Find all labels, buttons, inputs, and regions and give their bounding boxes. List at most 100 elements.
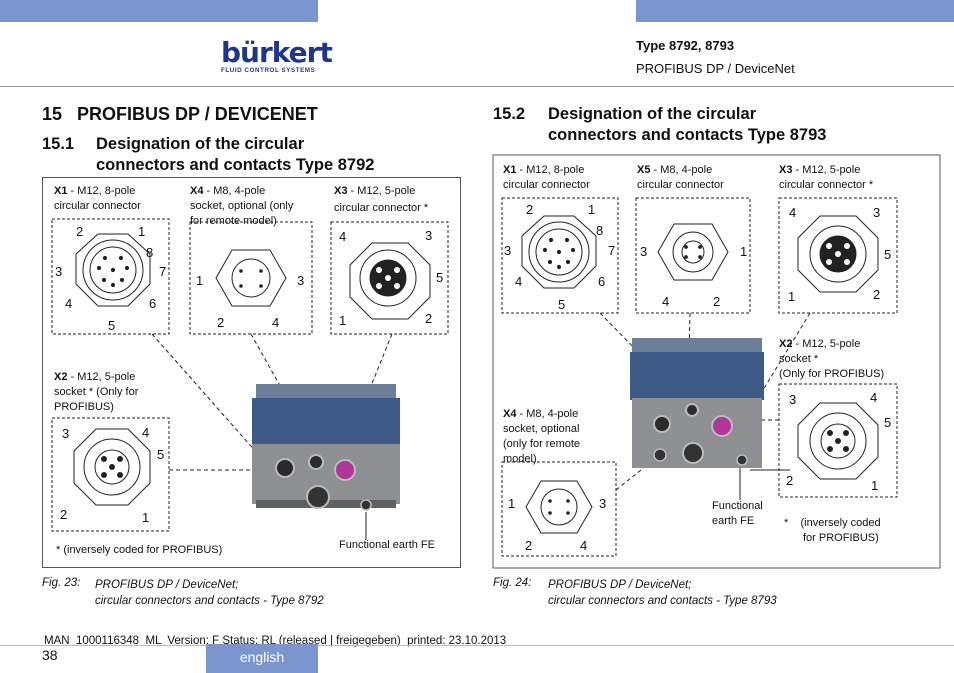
x3-left-pin: 2 bbox=[425, 311, 433, 326]
x5-right-pin: 4 bbox=[662, 294, 670, 309]
x1-right-pin: 2 bbox=[526, 202, 534, 217]
subsection-title-left: Designation of the circular connectors a… bbox=[96, 134, 374, 176]
top-bar-right bbox=[636, 0, 954, 22]
x3-right-pin: 1 bbox=[788, 289, 796, 304]
x3-label-right: X3 - M12, 5-pole circular connector * bbox=[779, 163, 873, 193]
x1-right-pin: 4 bbox=[515, 274, 523, 289]
x2-label-right: X2 - M12, 5-pole socket * (Only for PROF… bbox=[779, 337, 884, 382]
x2-left-pin: 4 bbox=[142, 425, 150, 440]
header-divider bbox=[0, 86, 954, 87]
x2-left-pin: 5 bbox=[157, 447, 165, 462]
logo-wordmark: bürkert bbox=[221, 36, 333, 69]
x4-desc1-right: - M8, 4-pole bbox=[516, 408, 579, 420]
x5-desc2-right: circular connector bbox=[637, 179, 724, 191]
x3-right-pin: 5 bbox=[884, 247, 892, 262]
x1-left-pin: 2 bbox=[76, 224, 84, 239]
device-8792-photo bbox=[252, 384, 400, 511]
x3-desc2: circular connector * bbox=[334, 202, 429, 214]
x4-name-right: X4 bbox=[503, 408, 517, 420]
x1-right-pin: 8 bbox=[596, 223, 604, 238]
x4-right-pin: 2 bbox=[525, 538, 533, 553]
x5-desc1-right: - M8, 4-pole bbox=[650, 164, 713, 176]
x1-right-pin: 3 bbox=[504, 243, 512, 258]
note-right-line2: for PROFIBUS) bbox=[803, 532, 879, 544]
x1-desc2: circular connector bbox=[54, 200, 141, 212]
x2-left-pin: 1 bbox=[142, 510, 150, 525]
inversely-coded-note-right: * (inversely coded for PROFIBUS) bbox=[784, 516, 881, 546]
x2-desc2-right: socket * bbox=[779, 353, 819, 365]
x3-right-pin: 2 bbox=[873, 287, 881, 302]
doc-type-title: Type 8792, 8793 bbox=[636, 38, 735, 53]
x2-right-pin: 2 bbox=[786, 473, 794, 488]
x2-right-pin: 5 bbox=[884, 415, 892, 430]
x1-desc2-right: circular connector bbox=[503, 179, 590, 191]
x1-desc1: - M12, 8-pole bbox=[67, 185, 136, 197]
x2-connector-left bbox=[73, 428, 151, 506]
x1-left-pin: 8 bbox=[146, 245, 154, 260]
x4-right-pin: 3 bbox=[599, 496, 607, 511]
x3-desc2-right: circular connector * bbox=[779, 179, 874, 191]
x1-left-pin: 7 bbox=[159, 264, 167, 279]
x1-right-pin: 6 bbox=[598, 274, 606, 289]
x5-right-pin: 2 bbox=[713, 294, 721, 309]
x3-name-right: X3 bbox=[779, 164, 793, 176]
x3-label-left: X3 - M12, 5-pole circular connector * bbox=[334, 184, 428, 216]
x4-connector-left bbox=[215, 249, 287, 307]
x1-label-right: X1 - M12, 8-pole circular connector bbox=[503, 163, 590, 193]
x2-right-pin: 1 bbox=[871, 478, 879, 493]
fe-line2-right: earth FE bbox=[712, 515, 755, 527]
x4-right-pin: 1 bbox=[508, 496, 516, 511]
x5-right-pin: 1 bbox=[740, 244, 748, 259]
x1-right-pin: 1 bbox=[588, 202, 596, 217]
x2-left-pin: 3 bbox=[62, 426, 70, 441]
fig23-line2: circular connectors and contacts - Type … bbox=[95, 595, 324, 607]
logo-tagline: FLUID CONTROL SYSTEMS bbox=[221, 67, 316, 74]
subsection-title-left-line1: Designation of the circular bbox=[96, 135, 305, 153]
x4-desc3-right: (only for remote bbox=[503, 438, 581, 450]
x5-connector-right bbox=[657, 223, 729, 281]
x4-desc1: - M8, 4-pole bbox=[203, 185, 266, 197]
x4-desc2-right: socket, optional bbox=[503, 423, 580, 435]
x3-connector-right bbox=[797, 215, 879, 293]
note-right-line1: * (inversely coded bbox=[784, 517, 881, 529]
x2-right-pin: 3 bbox=[789, 392, 797, 407]
x4-desc2: socket, optional (only bbox=[190, 200, 294, 212]
x5-right-pin: 3 bbox=[640, 244, 648, 259]
x3-left-pin: 4 bbox=[339, 229, 347, 244]
x3-left-pin: 3 bbox=[425, 228, 433, 243]
x2-desc2: socket * (Only for bbox=[54, 386, 139, 398]
x4-desc3: for remote model) bbox=[190, 215, 277, 227]
x3-right-pin: 4 bbox=[789, 205, 797, 220]
fig24-text: PROFIBUS DP / DeviceNet; circular connec… bbox=[548, 577, 777, 609]
x1-right-pin: 7 bbox=[608, 243, 616, 258]
subsection-title-left-line2: connectors and contacts Type 8792 bbox=[96, 156, 375, 174]
x2-desc1-right: - M12, 5-pole bbox=[792, 338, 861, 350]
x2-label-left: X2 - M12, 5-pole socket * (Only for PROF… bbox=[54, 370, 138, 415]
x3-right-pin: 3 bbox=[873, 205, 881, 220]
x1-left-pin: 1 bbox=[138, 224, 146, 239]
subsection-num-right: 15.2 bbox=[493, 105, 526, 123]
x4-label-right: X4 - M8, 4-pole socket, optional (only f… bbox=[503, 407, 580, 467]
x4-connector-right bbox=[525, 480, 593, 534]
figure-8792-frame bbox=[42, 177, 461, 568]
x4-left-pin: 3 bbox=[297, 273, 305, 288]
device-8793-photo bbox=[630, 338, 764, 468]
top-bar-left bbox=[0, 0, 318, 22]
x3-connector-left bbox=[349, 242, 431, 320]
x2-connector-right bbox=[797, 402, 879, 480]
fig23-number: Fig. 23: bbox=[42, 577, 81, 589]
fig23-line1: PROFIBUS DP / DeviceNet; bbox=[95, 579, 239, 591]
x1-left-pin: 5 bbox=[108, 318, 116, 333]
subsection-title-right: Designation of the circular connectors a… bbox=[548, 104, 826, 146]
x4-label-left: X4 - M8, 4-pole socket, optional (only f… bbox=[190, 184, 293, 229]
x5-name-right: X5 bbox=[637, 164, 651, 176]
functional-earth-label-right: Functional earth FE bbox=[712, 499, 763, 529]
doc-subtitle: PROFIBUS DP / DeviceNet bbox=[636, 61, 795, 76]
x4-right-pin: 4 bbox=[580, 538, 588, 553]
x1-connector-right bbox=[521, 215, 597, 289]
x4-left-pin: 1 bbox=[196, 273, 204, 288]
language-tab: english bbox=[206, 644, 318, 673]
x2-right-pin: 4 bbox=[870, 390, 878, 405]
x2-name-right: X2 bbox=[779, 338, 793, 350]
fe-line1-right: Functional bbox=[712, 500, 763, 512]
